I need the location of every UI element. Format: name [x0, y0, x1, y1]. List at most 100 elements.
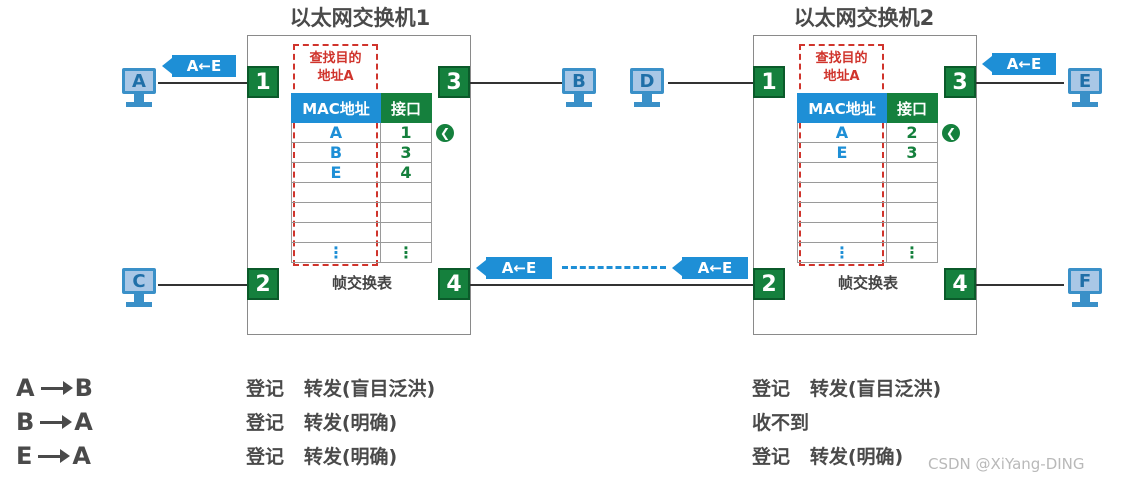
frame-arrow-icon [982, 56, 992, 72]
legend-to: B [74, 374, 93, 402]
host-e-label: E [1068, 68, 1102, 94]
legend-from: E [16, 442, 33, 470]
host-e: E [1066, 68, 1108, 116]
switch2-title: 以太网交换机2 [793, 6, 935, 30]
switch1-pointer-icon: ❮ [436, 124, 454, 142]
frame-arrow-icon [162, 58, 172, 74]
switch2-iface-header: 接口 [886, 93, 938, 123]
switch1-row6-mac [291, 222, 381, 243]
table-row [797, 162, 938, 183]
switch2-row2-iface: 3 [886, 142, 938, 163]
frame-to-host-a-label: A←E [172, 55, 236, 77]
frame-sw1-port4: A←E [476, 257, 552, 279]
table-row [797, 182, 938, 203]
legend-sw2-action-3: 登记 转发(明确) [752, 446, 904, 468]
legend-sw1-action-2: 登记 转发(明确) [246, 412, 398, 434]
host-a: A [120, 68, 162, 116]
switch2-find-label: 查找目的 地址A [799, 50, 884, 86]
right-arrow-icon [38, 448, 71, 463]
switch1-port-2: 2 [247, 268, 279, 300]
switch1-row1-iface: 1 [380, 122, 432, 143]
host-d-label: D [630, 68, 664, 94]
legend-to: A [72, 442, 91, 470]
switch1-mac-header: MAC地址 [291, 93, 381, 123]
switch1-table-caption: 帧交换表 [331, 274, 392, 292]
wire-sw2p3-e [976, 82, 1064, 84]
switch2-row6-mac [797, 222, 887, 243]
wire-d-sw2p1 [668, 82, 753, 84]
switch2-mac-header: MAC地址 [797, 93, 887, 123]
switch2-find-label-line2: 地址A [823, 69, 860, 84]
switch2-row4-iface [886, 182, 938, 203]
host-b-label: B [562, 68, 596, 94]
switch1-port-4: 4 [438, 268, 470, 300]
frame-sw1-port4-label: A←E [486, 257, 552, 279]
switch1-row7-mac: ⋮ [291, 242, 381, 263]
wire-sw1p4-sw2p2 [470, 284, 753, 286]
legend-sw1-action-1: 登记 转发(盲目泛洪) [246, 378, 436, 400]
host-a-label: A [122, 68, 156, 94]
wire-sw2p4-f [976, 284, 1064, 286]
switch1-iface-header: 接口 [380, 93, 432, 123]
wire-a-sw1p1 [158, 82, 247, 84]
frame-arrow-icon [672, 260, 682, 276]
frame-sw2-port2-label: A←E [682, 257, 748, 279]
switch1-row3-mac: E [291, 162, 381, 183]
switch1-port-3: 3 [438, 66, 470, 98]
switch2-row3-mac [797, 162, 887, 183]
switch2-row7-iface: ⋮ [886, 242, 938, 263]
switch2-row4-mac [797, 182, 887, 203]
right-arrow-icon [40, 414, 73, 429]
switch2-find-label-line1: 查找目的 [815, 51, 868, 66]
wire-sw1p3-b [470, 82, 562, 84]
switch1-row6-iface [380, 222, 432, 243]
switch1-row7-iface: ⋮ [380, 242, 432, 263]
switch2-row1-mac: A [797, 122, 887, 143]
host-c-label: C [122, 268, 156, 294]
table-row [797, 222, 938, 243]
frame-to-host-a: A←E [162, 55, 236, 77]
frame-arrow-icon [476, 260, 486, 276]
switch1-row2-iface: 3 [380, 142, 432, 163]
switch1-row2-mac: B [291, 142, 381, 163]
right-arrow-icon [40, 380, 73, 395]
switch1-row4-mac [291, 182, 381, 203]
switch2-port-4: 4 [944, 268, 976, 300]
table-row [797, 202, 938, 223]
switch2-port-2: 2 [753, 268, 785, 300]
table-row [291, 222, 432, 243]
table-row [291, 202, 432, 223]
switch1-find-label-line2: 地址A [317, 69, 354, 84]
frame-from-host-e-label: A←E [992, 53, 1056, 75]
frame-from-host-e: A←E [982, 53, 1056, 75]
switch2-pointer-icon: ❮ [942, 124, 960, 142]
legend-from: B [16, 408, 35, 436]
switch2-row5-mac [797, 202, 887, 223]
switch1-row3-iface: 4 [380, 162, 432, 183]
switch1-port-1: 1 [247, 66, 279, 98]
switch1-find-label-line1: 查找目的 [309, 51, 362, 66]
legend-sw1-action-3: 登记 转发(明确) [246, 446, 398, 468]
switch2-row1-iface: 2 [886, 122, 938, 143]
switch1-row4-iface [380, 182, 432, 203]
host-b: B [560, 68, 602, 116]
switch2-row3-iface [886, 162, 938, 183]
frame-path-dashed-line [562, 266, 666, 269]
switch2-row6-iface [886, 222, 938, 243]
host-c: C [120, 268, 162, 316]
switch2-port-3: 3 [944, 66, 976, 98]
host-d: D [628, 68, 670, 116]
switch1-row5-mac [291, 202, 381, 223]
frame-sw2-port2: A←E [672, 257, 748, 279]
host-f-label: F [1068, 268, 1102, 294]
switch2-port-1: 1 [753, 66, 785, 98]
switch1-row5-iface [380, 202, 432, 223]
